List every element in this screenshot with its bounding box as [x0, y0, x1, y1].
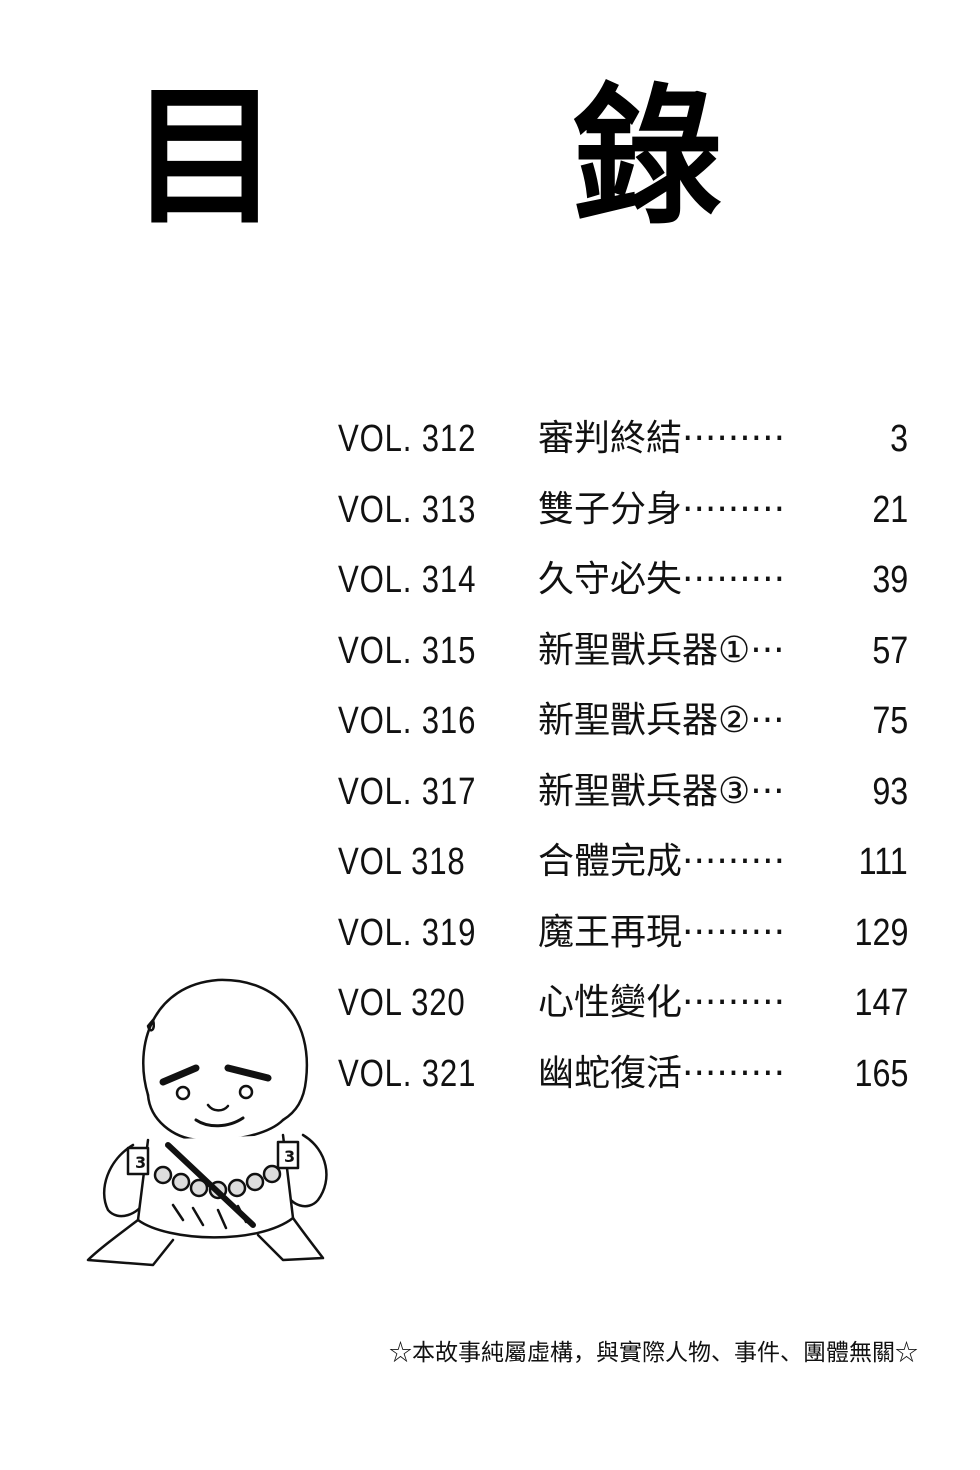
toc-title-text: 久守必失 [538, 559, 683, 600]
toc-title-text: 審判終結 [538, 418, 683, 459]
toc-chapter-title: 久守必失········· [538, 549, 785, 611]
toc-title-text: 新聖獸兵器② [538, 700, 751, 741]
toc-volume: VOL. 314 [338, 559, 477, 601]
toc-volume: VOL. 316 [338, 700, 477, 742]
toc-leader-dots: ········· [682, 1052, 786, 1094]
toc-page-number: 3 [890, 418, 908, 460]
toc-leader-dots: ··· [750, 629, 785, 671]
toc-row: VOL. 313 雙子分身········· 21 [338, 479, 918, 550]
toc-chapter-title: 魔王再現········· [538, 902, 785, 964]
toc-leader-dots: ········· [682, 911, 786, 953]
toc-row: VOL. 315 新聖獸兵器①··· 57 [338, 620, 918, 691]
toc-title-text: 新聖獸兵器③ [538, 770, 751, 812]
toc-chapter-title: 心性變化········· [538, 972, 785, 1034]
toc-leader-dots: ········· [682, 488, 786, 530]
toc-title-text: 合體完成 [538, 841, 683, 882]
toc-volume: VOL. 312 [338, 418, 477, 460]
svg-text:3: 3 [135, 1153, 146, 1172]
toc-chapter-title: 合體完成········· [538, 831, 785, 893]
toc-chapter-title: 新聖獸兵器①··· [538, 620, 785, 682]
toc-page-number: 21 [872, 488, 908, 531]
chibi-monk-icon: 3 3 [86, 978, 328, 1267]
toc-title-text: 魔王再現 [538, 911, 683, 953]
disclaimer-text: ☆本故事純屬虛構，與實際人物、事件、團體無關☆ [389, 1340, 918, 1366]
toc-leader-dots: ··· [750, 770, 785, 812]
toc-volume: VOL. 319 [338, 911, 477, 954]
toc-page-number: 111 [858, 841, 908, 883]
toc-leader-dots: ········· [682, 559, 786, 600]
svg-text:3: 3 [284, 1147, 295, 1166]
toc-chapter-title: 新聖獸兵器③··· [538, 761, 785, 823]
toc-volume: VOL. 315 [338, 629, 477, 672]
table-of-contents: VOL. 312 審判終結········· 3 VOL. 313 雙子分身··… [338, 408, 918, 1113]
toc-page-number: 129 [854, 911, 908, 954]
toc-volume: VOL. 321 [338, 1052, 477, 1095]
toc-leader-dots: ········· [682, 982, 786, 1023]
toc-page-number: 75 [872, 700, 908, 742]
toc-volume: VOL 320 [338, 982, 466, 1024]
toc-chapter-title: 審判終結········· [538, 408, 785, 470]
toc-volume: VOL 318 [338, 841, 466, 883]
toc-title-text: 幽蛇復活 [538, 1052, 683, 1094]
toc-page-number: 165 [854, 1052, 908, 1095]
toc-row: VOL 320 心性變化········· 147 [338, 972, 918, 1043]
toc-leader-dots: ········· [682, 841, 786, 882]
page-title: 目 錄 [130, 71, 843, 245]
toc-page-number: 57 [872, 629, 908, 672]
toc-title-text: 雙子分身 [538, 488, 683, 530]
toc-chapter-title: 幽蛇復活········· [538, 1043, 785, 1105]
toc-row: VOL. 317 新聖獸兵器③··· 93 [338, 761, 918, 832]
toc-title-text: 新聖獸兵器① [538, 629, 751, 671]
toc-chapter-title: 新聖獸兵器②··· [538, 690, 785, 752]
toc-page-number: 39 [872, 559, 908, 601]
toc-page-number: 147 [854, 982, 908, 1024]
toc-row: VOL. 321 幽蛇復活········· 165 [338, 1043, 918, 1114]
toc-row: VOL. 314 久守必失········· 39 [338, 549, 918, 620]
toc-row: VOL. 312 審判終結········· 3 [338, 408, 918, 479]
toc-volume: VOL. 313 [338, 488, 477, 531]
toc-title-text: 心性變化 [538, 982, 683, 1023]
toc-leader-dots: ········· [682, 418, 786, 459]
toc-row: VOL. 316 新聖獸兵器②··· 75 [338, 690, 918, 761]
toc-row: VOL 318 合體完成········· 111 [338, 831, 918, 902]
toc-volume: VOL. 317 [338, 770, 477, 813]
toc-row: VOL. 319 魔王再現········· 129 [338, 902, 918, 973]
toc-leader-dots: ··· [750, 700, 785, 741]
toc-chapter-title: 雙子分身········· [538, 479, 785, 541]
toc-page-number: 93 [872, 770, 908, 813]
